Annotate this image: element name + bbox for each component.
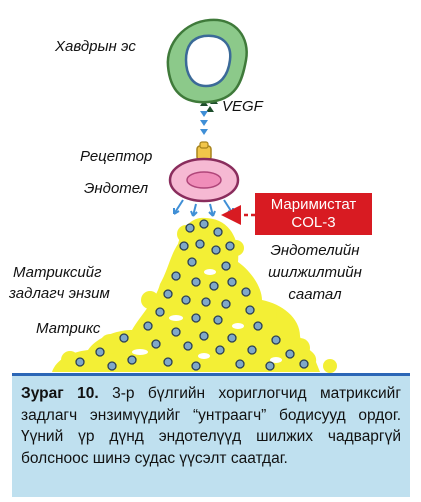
enzyme-dot: [163, 289, 173, 299]
inhibitor-name: Маримистат: [270, 196, 357, 213]
migration-label: Эндотелийн шилжилтийн саатал: [250, 240, 380, 306]
enzyme-dot: [199, 331, 209, 341]
enzyme-dot: [127, 355, 137, 365]
enzyme-dot: [227, 333, 237, 343]
enzyme-dot: [119, 333, 129, 343]
vegf-arrows: [200, 111, 208, 135]
enzyme-dot: [253, 321, 263, 331]
enzyme-dot: [235, 359, 245, 369]
tumor-cell-label: Хавдрын эс: [55, 38, 136, 55]
enzyme-label: Матриксийг задлагч энзим: [9, 262, 110, 304]
enzyme-line-2: задлагч энзим: [9, 285, 110, 302]
enzyme-dot: [171, 271, 181, 281]
migration-arrows: [173, 199, 234, 217]
enzyme-dot: [211, 245, 221, 255]
enzyme-dot: [201, 297, 211, 307]
tumor-cell: [166, 18, 248, 104]
enzyme-dot: [195, 239, 205, 249]
enzyme-line-1: Матриксийг: [13, 264, 102, 281]
caption-title: Зураг 10.: [21, 385, 99, 402]
enzyme-dot: [163, 357, 173, 367]
enzyme-dot: [245, 305, 255, 315]
caption-text: 3-р бүлгийн хориглогчид матриксийг задла…: [21, 385, 401, 467]
enzyme-dot: [181, 295, 191, 305]
migration-line-1: Эндотелийн: [270, 242, 360, 259]
enzyme-dot: [151, 339, 161, 349]
enzyme-dot: [225, 241, 235, 251]
enzyme-dot: [187, 257, 197, 267]
enzyme-dot: [215, 345, 225, 355]
vegf-particle: [206, 106, 214, 112]
enzyme-dot: [107, 361, 117, 371]
enzyme-dot: [143, 321, 153, 331]
endothelial-cell: [168, 157, 240, 203]
enzyme-dots: [75, 219, 309, 371]
enzyme-dot: [213, 227, 223, 237]
receptor-label: Рецептор: [80, 148, 153, 165]
matrix-holes: [132, 269, 282, 363]
enzyme-dot: [285, 349, 295, 359]
endothel-label: Эндотел: [84, 180, 149, 197]
enzyme-dot: [171, 327, 181, 337]
enzyme-dot: [221, 299, 231, 309]
enzyme-dot: [299, 359, 309, 369]
enzyme-dot: [247, 345, 257, 355]
enzyme-dot: [95, 347, 105, 357]
enzyme-dot: [191, 361, 201, 371]
enzyme-dot: [155, 307, 165, 317]
enzyme-dot: [213, 315, 223, 325]
enzyme-dot: [227, 277, 237, 287]
enzyme-dot: [75, 357, 85, 367]
matrix-cloud: [52, 217, 337, 373]
migration-line-3: саатал: [288, 286, 342, 303]
enzyme-dot: [179, 241, 189, 251]
enzyme-dot: [185, 223, 195, 233]
enzyme-dot: [183, 341, 193, 351]
matrix-label: Матрикс: [36, 320, 101, 337]
enzyme-dot: [191, 277, 201, 287]
inhibitor-code: COL-3: [291, 214, 336, 231]
figure-caption: Зураг 10. 3-р бүлгийн хориглогчид матрик…: [12, 373, 410, 497]
enzyme-dot: [199, 219, 209, 229]
receptor: [196, 141, 212, 161]
enzyme-dot: [265, 361, 275, 371]
vegf-label: VEGF: [222, 98, 263, 115]
enzyme-dot: [221, 261, 231, 271]
enzyme-dot: [191, 313, 201, 323]
migration-line-2: шилжилтийн: [268, 264, 362, 281]
enzyme-dot: [271, 335, 281, 345]
enzyme-dot: [209, 281, 219, 291]
enzyme-dot: [241, 287, 251, 297]
inhibitor-box: Маримистат COL-3: [255, 193, 372, 235]
